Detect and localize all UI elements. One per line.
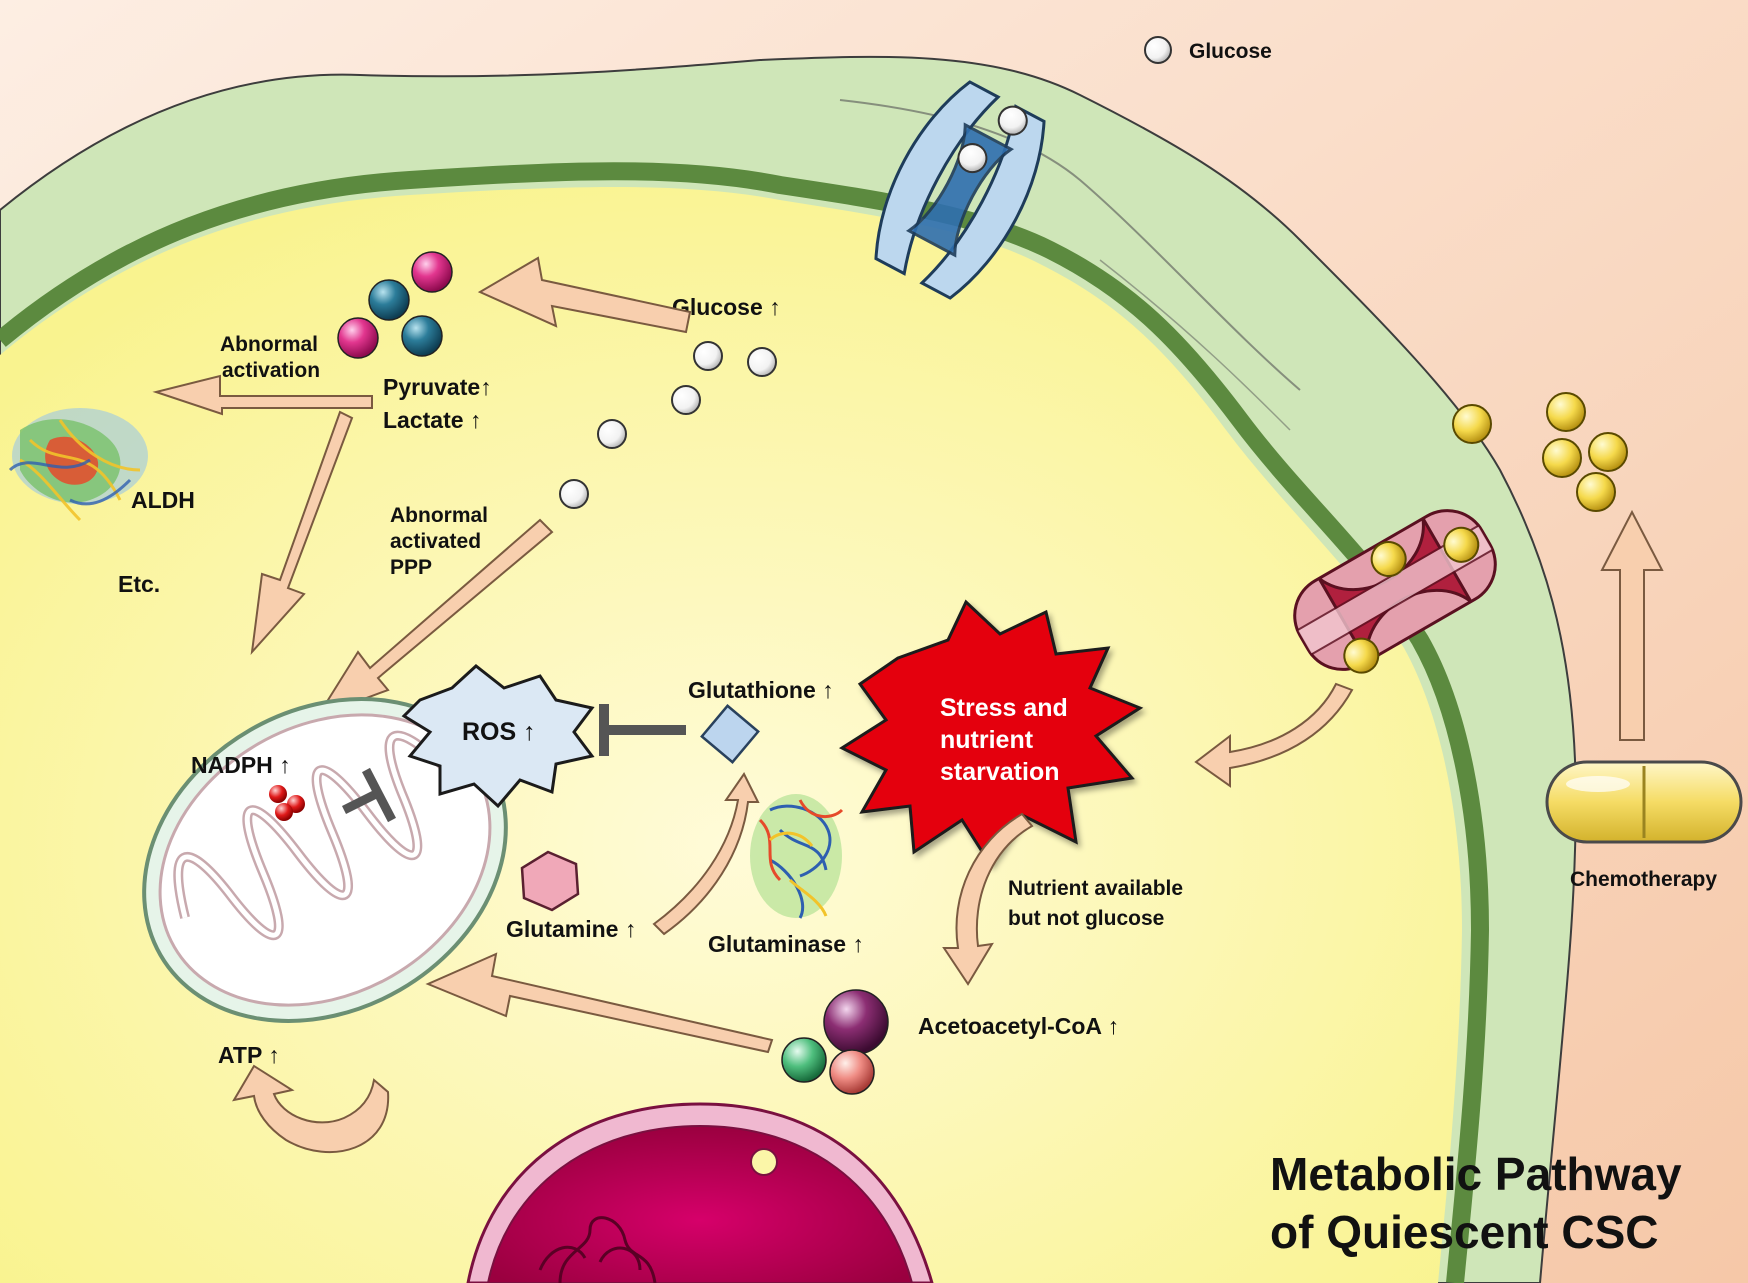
pyruvate-label: Pyruvate↑ <box>383 374 492 400</box>
mitochondrion-icon <box>142 697 508 1023</box>
stress-label-2: nutrient <box>940 726 1034 754</box>
ppp-label-3: PPP <box>390 556 432 579</box>
nadph-molecules <box>269 785 305 821</box>
ros-label: ROS ↑ <box>462 718 536 746</box>
ppp-label-2: activated <box>390 530 481 553</box>
aldh-label: ALDH <box>131 487 195 513</box>
etc-label: Etc. <box>118 571 160 597</box>
glutamine-icon <box>520 850 580 912</box>
ros-burst <box>401 664 595 809</box>
arrow-glutamine-to-glutathione <box>652 772 760 936</box>
cell-membrane-inner <box>0 162 1490 1283</box>
arrow-atp-cycle <box>232 1064 390 1153</box>
nutrient-label-2: but not glucose <box>1008 907 1164 930</box>
glucose-molecules <box>559 341 777 509</box>
title-line-2: of Quiescent CSC <box>1270 1206 1659 1258</box>
abnormal-activation-label-2: activation <box>222 359 320 382</box>
arrow-acetoacetyl-to-mitochondria <box>425 952 774 1054</box>
chemotherapy-label: Chemotherapy <box>1570 868 1717 891</box>
glutamine-label: Glutamine ↑ <box>506 916 636 942</box>
arrow-chemo-up <box>1600 509 1664 741</box>
drug-efflux-pump-icon <box>1293 509 1497 674</box>
glucose-molecule-icon <box>1144 36 1172 64</box>
pyruvate-lactate-molecules <box>337 251 453 359</box>
glutaminase-label: Glutaminase ↑ <box>708 931 864 957</box>
glutathione-icon <box>700 704 760 764</box>
stress-label-1: Stress and <box>940 694 1068 722</box>
aldh-protein-icon <box>8 408 148 522</box>
stress-label-3: starvation <box>940 758 1059 786</box>
arrow-pump-to-stress <box>1194 682 1354 788</box>
nucleus-icon <box>466 1102 934 1283</box>
acetoacetyl-label: Acetoacetyl-CoA ↑ <box>918 1013 1119 1039</box>
nadph-label: NADPH ↑ <box>191 752 291 778</box>
inhibit-glutathione-ros <box>599 704 686 756</box>
glutaminase-protein-icon <box>750 794 844 919</box>
abnormal-activation-label-1: Abnormal <box>220 333 318 356</box>
chemotherapy-molecules <box>1452 392 1628 512</box>
inhibit-nadph-ros <box>341 767 396 823</box>
arrow-pyruvate-to-aldh <box>152 374 373 416</box>
glucose-legend: Glucose <box>1144 36 1272 64</box>
arrow-glucose-to-pyruvate <box>477 256 692 334</box>
stress-burst <box>838 599 1144 867</box>
glutathione-label: Glutathione ↑ <box>688 677 834 703</box>
glucose-legend-label: Glucose <box>1189 40 1272 63</box>
arrow-stress-to-acetoacetyl <box>942 812 1034 986</box>
acetoacetyl-coa-molecules <box>781 989 889 1095</box>
chemotherapy-capsule-icon <box>1545 760 1743 844</box>
atp-label: ATP ↑ <box>218 1042 280 1068</box>
glucose-transporter-icon <box>874 80 1046 300</box>
ppp-label-1: Abnormal <box>390 504 488 527</box>
arrow-pyruvate-to-mitochondria <box>250 410 354 656</box>
lactate-label: Lactate ↑ <box>383 407 481 433</box>
nutrient-label-1: Nutrient available <box>1008 877 1183 900</box>
title-line-1: Metabolic Pathway <box>1270 1148 1682 1200</box>
